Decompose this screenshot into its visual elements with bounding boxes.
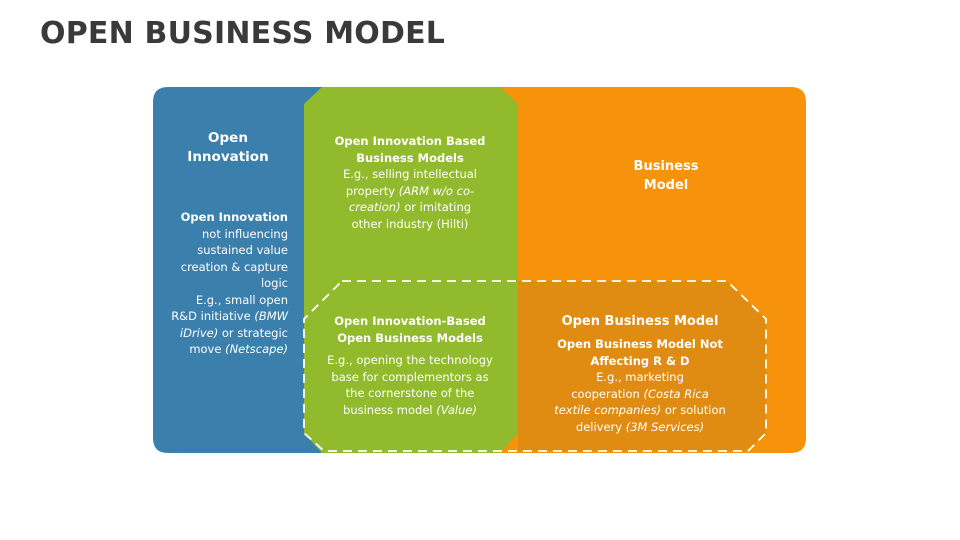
body-italic: creation) [348, 200, 401, 214]
body-italic: (Value) [436, 402, 477, 417]
body-text: or solution [661, 403, 726, 417]
body-line: not influencing [202, 226, 288, 241]
body-bold: Open Innovation [180, 210, 288, 224]
overlap-text: Open Innovation-Based Open Business Mode… [312, 313, 508, 418]
example-line: R&D initiative (BMW [160, 308, 288, 325]
body-line: E.g., opening the technology [327, 353, 493, 367]
body-italic: (Costa Rica [643, 386, 709, 401]
sub-line: Open Business Model Not [557, 337, 723, 351]
body-line: delivery (3M Services) [540, 419, 740, 436]
heading-line: Business [633, 159, 699, 174]
body-italic: (3M Services) [625, 419, 705, 434]
example-line: iDrive) or strategic [160, 325, 288, 342]
body-italic: (ARM w/o co- [398, 183, 475, 198]
example-text: R&D initiative [171, 309, 255, 323]
open-business-model-region [518, 281, 766, 451]
body-line: sustained value [197, 243, 288, 257]
body-line: property (ARM w/o co- [318, 183, 502, 200]
heading-line: Open Business Models [337, 330, 483, 345]
body-line: textile companies) or solution [540, 402, 740, 419]
body-line: base for complementors as [331, 369, 489, 384]
example-text: or strategic [218, 325, 288, 340]
example-italic: iDrive) [179, 325, 219, 340]
innovation-based-text: Open Innovation Based Business Models E.… [318, 133, 502, 232]
sub-line: Affecting R & D [590, 353, 690, 368]
example-line: E.g., small open [195, 292, 288, 307]
heading-line: Business Models [356, 150, 464, 165]
open-innovation-based-box [304, 87, 518, 453]
example-text: move [189, 342, 226, 356]
body-line: E.g., marketing [596, 370, 684, 384]
open-innovation-heading: Open Innovation [162, 129, 294, 167]
heading-line: Innovation [187, 149, 269, 165]
body-line: cooperation (Costa Rica [540, 386, 740, 403]
obm-heading: Open Business Model [561, 314, 719, 329]
body-line: other industry (Hilti) [351, 216, 469, 231]
heading-line: Model [643, 178, 689, 193]
body-line: creation & capture [180, 259, 288, 274]
body-line: creation) or imitating [318, 199, 502, 216]
heading-line: Open Innovation-Based [334, 314, 486, 328]
business-model-heading: Business Model [606, 157, 726, 195]
body-italic: textile companies) [554, 403, 662, 417]
heading-line: Open [208, 130, 248, 146]
heading-line: Open Innovation Based [334, 134, 486, 148]
body-line: business model (Value) [312, 402, 508, 419]
body-text: delivery [575, 419, 626, 434]
body-text: cooperation [571, 386, 644, 401]
example-line: move (Netscape) [160, 341, 288, 358]
example-italic: (Netscape) [225, 342, 288, 356]
open-innovation-body: Open Innovation not influencing sustaine… [160, 209, 288, 358]
page-title: OPEN BUSINESS MODEL [40, 16, 446, 51]
body-line: the cornerstone of the [345, 386, 475, 400]
body-text: or imitating [400, 200, 472, 214]
body-text: property [345, 183, 399, 198]
example-italic: (BMW [254, 309, 288, 323]
body-line: logic [260, 276, 288, 290]
dashed-overlap-outline [303, 280, 767, 452]
open-innovation-box [153, 87, 330, 453]
body-text: business model [343, 402, 437, 417]
body-line: E.g., selling intellectual [343, 167, 477, 181]
open-business-model-text: Open Business Model Open Business Model … [540, 312, 740, 435]
